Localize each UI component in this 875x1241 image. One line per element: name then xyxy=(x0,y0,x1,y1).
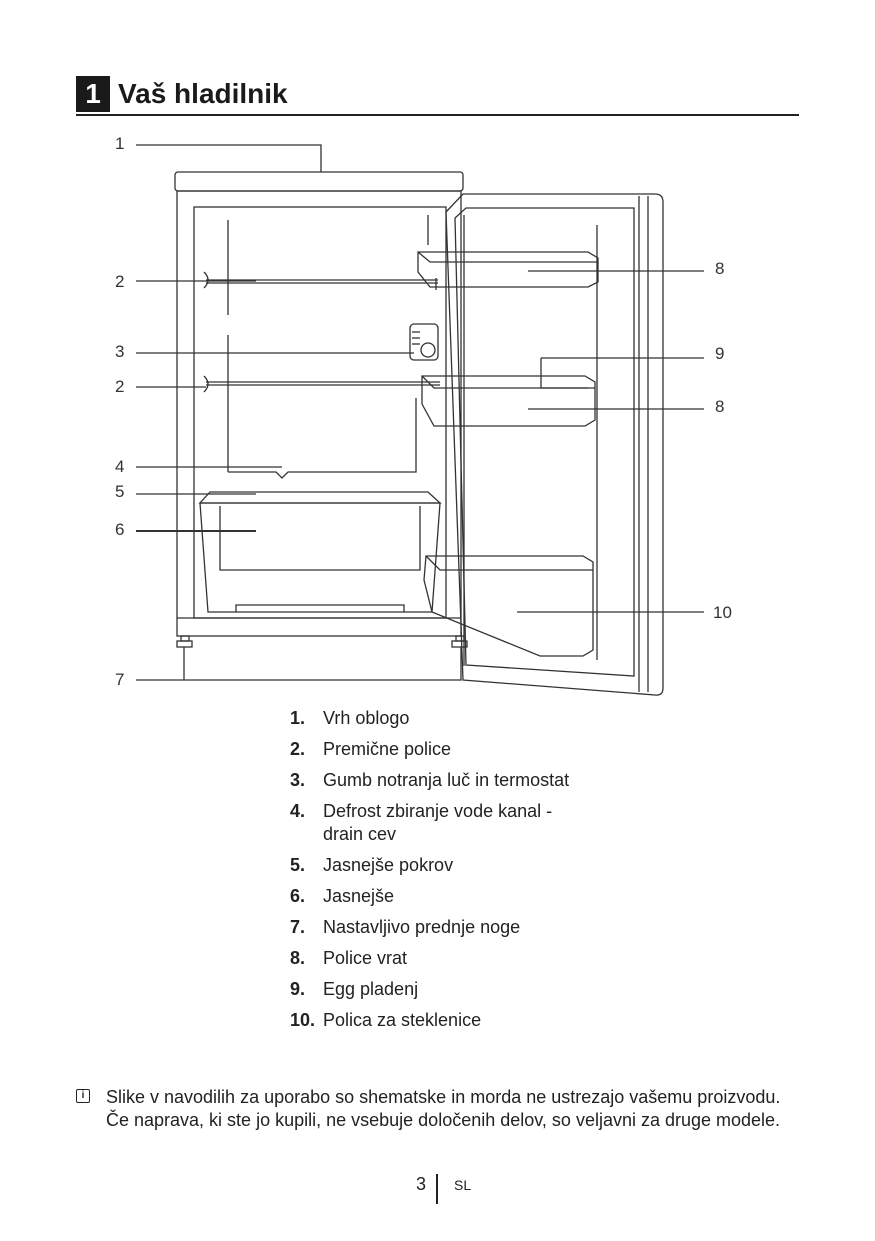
legend-num: 6. xyxy=(290,886,306,906)
legend-item: 5. Jasnejše pokrov xyxy=(290,854,623,877)
page-number: 3 xyxy=(416,1174,427,1194)
callout-1: 1 xyxy=(115,134,124,153)
info-note: i Slike v navodilih za uporabo so shemat… xyxy=(76,1086,796,1132)
legend-num: 7. xyxy=(290,917,306,937)
legend-text: Polica za steklenice xyxy=(323,1010,482,1030)
callout-8: 8 xyxy=(715,259,724,278)
crisper xyxy=(198,491,442,613)
legend-item: 4. Defrost zbiranje vode kanal - drain ce… xyxy=(290,800,573,846)
section-header: 1 Vaš hladilnik xyxy=(76,76,799,116)
legend-text: Jasnejše xyxy=(323,886,395,906)
callout-5: 5 xyxy=(115,482,124,501)
legend-text: Defrost zbiranje vode kanal - drain cev xyxy=(323,801,553,844)
legend-num: 4. xyxy=(290,801,306,821)
callout-7: 7 xyxy=(115,670,124,689)
top-cover xyxy=(174,171,464,192)
door-shelf-lower xyxy=(421,375,596,427)
legend-text: Police vrat xyxy=(323,948,408,968)
legend-item: 8. Police vrat xyxy=(290,947,623,970)
legend-text: Vrh oblogo xyxy=(323,708,410,728)
shelf-lower xyxy=(203,375,440,393)
legend-text: Premične police xyxy=(323,739,452,759)
callout-3: 3 xyxy=(115,342,124,361)
legend-item: 7. Nastavljivo prednje noge xyxy=(290,916,623,939)
legend-item: 6. Jasnejše xyxy=(290,885,623,908)
legend-num: 1. xyxy=(290,708,306,728)
parts-legend: 1. Vrh oblogo 2. Premične police 3. Gumb no… xyxy=(290,707,623,1040)
legend-text: Gumb notranja luč in termostat xyxy=(323,770,570,790)
callout-2b: 2 xyxy=(115,377,124,396)
thermostat-knob xyxy=(409,323,439,361)
fridge-door xyxy=(445,193,664,696)
note-text: Slike v navodilih za uporabo so shematsk… xyxy=(106,1087,781,1130)
page-title: Vaš hladilnik xyxy=(118,78,288,109)
egg-tray xyxy=(540,358,588,389)
callout-2: 2 xyxy=(115,272,124,291)
fridge-body xyxy=(176,190,462,637)
legend-item: 9. Egg pladenj xyxy=(290,978,623,1001)
legend-num: 3. xyxy=(290,770,306,790)
legend-text: Egg pladenj xyxy=(323,979,419,999)
legend-item: 2. Premične police xyxy=(290,738,623,761)
section-number: 1 xyxy=(76,76,110,112)
door-shelf-upper xyxy=(417,251,599,288)
legend-item: 1. Vrh oblogo xyxy=(290,707,623,730)
legend-num: 2. xyxy=(290,739,306,759)
legend-item: 10. Polica za steklenice xyxy=(290,1009,623,1032)
footer-divider xyxy=(436,1174,438,1204)
legend-text: Nastavljivo prednje noge xyxy=(323,917,521,937)
callout-9: 9 xyxy=(715,344,724,363)
language-code: SL xyxy=(454,1177,472,1193)
callout-6: 6 xyxy=(115,520,124,539)
legend-num: 10. xyxy=(290,1010,316,1030)
info-icon: i xyxy=(76,1089,90,1103)
shelf-upper xyxy=(203,271,438,290)
callout-8b: 8 xyxy=(715,397,724,416)
legend-item: 3. Gumb notranja luč in termostat xyxy=(290,769,623,792)
legend-num: 5. xyxy=(290,855,306,875)
callout-10: 10 xyxy=(713,603,732,622)
callout-4: 4 xyxy=(115,457,124,476)
fridge-diagram: 1 2 3 2 4 5 6 7 8 9 8 10 xyxy=(115,134,732,696)
legend-num: 9. xyxy=(290,979,306,999)
legend-text: Jasnejše pokrov xyxy=(323,855,454,875)
legend-num: 8. xyxy=(290,948,306,968)
bottle-shelf xyxy=(423,555,594,657)
